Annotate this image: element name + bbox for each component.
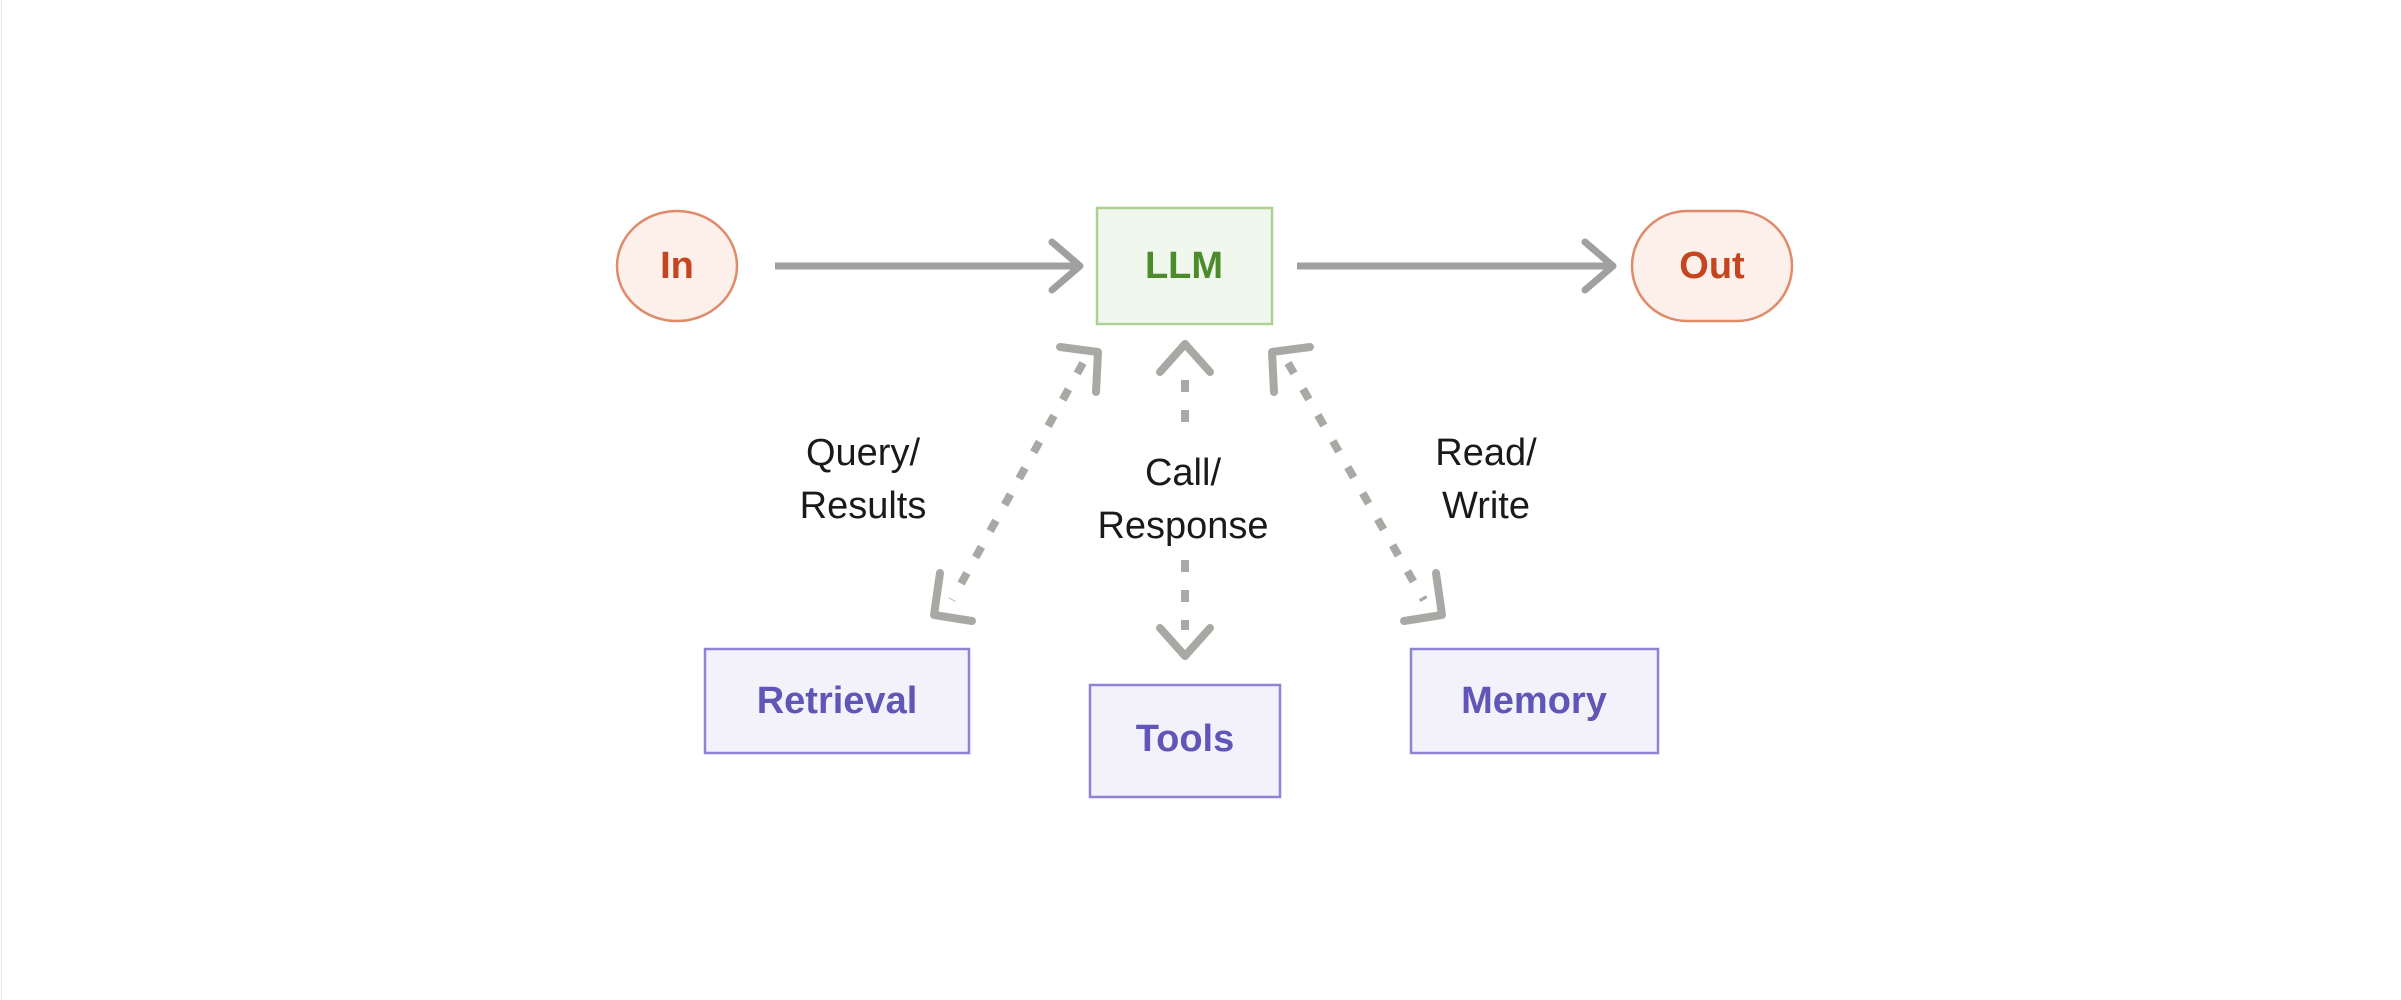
node-llm-shape[interactable] (1095, 206, 1274, 326)
node-llm[interactable]: LLM (1095, 206, 1274, 326)
edge-in-to-llm-arrowhead (1048, 238, 1084, 294)
edge-label-read-write: Read/ Write (1435, 432, 1537, 527)
edge-llm-memory-arrowhead-top (1268, 343, 1314, 396)
node-out-shape[interactable] (1630, 209, 1794, 323)
edge-label-query-results-line1: Query/ (806, 432, 920, 474)
node-in-shape[interactable] (615, 209, 739, 323)
edge-llm-retrieval-arrowhead-bottom (930, 569, 976, 625)
edge-label-read-write-line1: Read/ (1435, 432, 1537, 474)
edge-llm-retrieval-line (948, 361, 1087, 602)
node-retrieval-shape[interactable] (703, 647, 971, 755)
edge-llm-tools-arrowhead-top (1156, 340, 1214, 376)
edge-llm-memory-arrowhead-bottom (1400, 569, 1446, 625)
edge-label-query-results: Query/ Results (800, 432, 927, 527)
node-tools-shape[interactable] (1088, 683, 1282, 799)
node-memory[interactable]: Memory (1409, 647, 1660, 755)
node-in[interactable]: In (615, 209, 739, 323)
edge-label-call-response-line2: Response (1097, 505, 1268, 547)
node-llm-label: LLM (1145, 245, 1223, 287)
edge-label-call-response: Call/ Response (1097, 452, 1268, 547)
edge-llm-tools-arrowhead-bottom (1156, 624, 1214, 660)
edge-llm-retrieval-arrowhead-top (1056, 343, 1102, 396)
node-memory-label: Memory (1461, 680, 1607, 722)
edge-llm-memory (1268, 343, 1446, 625)
edge-llm-to-out (1297, 238, 1617, 294)
node-tools-label: Tools (1136, 718, 1235, 760)
node-retrieval-label: Retrieval (757, 680, 918, 722)
node-memory-shape[interactable] (1409, 647, 1660, 755)
edge-in-to-llm (775, 238, 1084, 294)
edge-llm-tools (1156, 340, 1214, 660)
node-retrieval[interactable]: Retrieval (703, 647, 971, 755)
edge-label-call-response-line1: Call/ (1145, 452, 1221, 494)
node-out[interactable]: Out (1630, 209, 1794, 323)
node-in-label: In (660, 245, 694, 287)
node-tools[interactable]: Tools (1088, 683, 1282, 799)
edge-label-query-results-line2: Results (800, 485, 927, 527)
edge-llm-memory-line (1284, 361, 1428, 602)
edge-llm-retrieval (930, 343, 1102, 625)
edge-label-read-write-line2: Write (1442, 485, 1530, 527)
edge-llm-to-out-arrowhead (1581, 238, 1617, 294)
left-frame-border (1, 0, 2, 1000)
node-out-label: Out (1679, 245, 1745, 287)
